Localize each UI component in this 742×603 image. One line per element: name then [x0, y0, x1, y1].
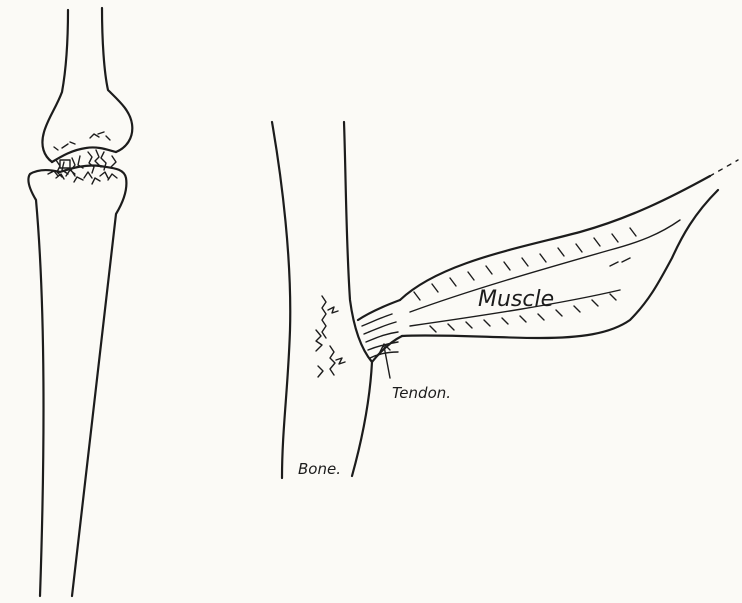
bone-damage-marks [316, 296, 345, 377]
bone-label: Bone. [298, 460, 341, 478]
muscle-dashed-tail [710, 160, 738, 176]
tendon-pointer-arrow [380, 344, 390, 378]
tendon-label: Tendon. [392, 384, 451, 402]
muscle-label: Muscle [478, 287, 554, 312]
muscle-fibers [410, 220, 680, 332]
joint-illustration [28, 8, 132, 596]
lower-bone-outline [28, 165, 126, 596]
bone-outline [272, 122, 372, 478]
upper-bone-outline [42, 8, 132, 162]
